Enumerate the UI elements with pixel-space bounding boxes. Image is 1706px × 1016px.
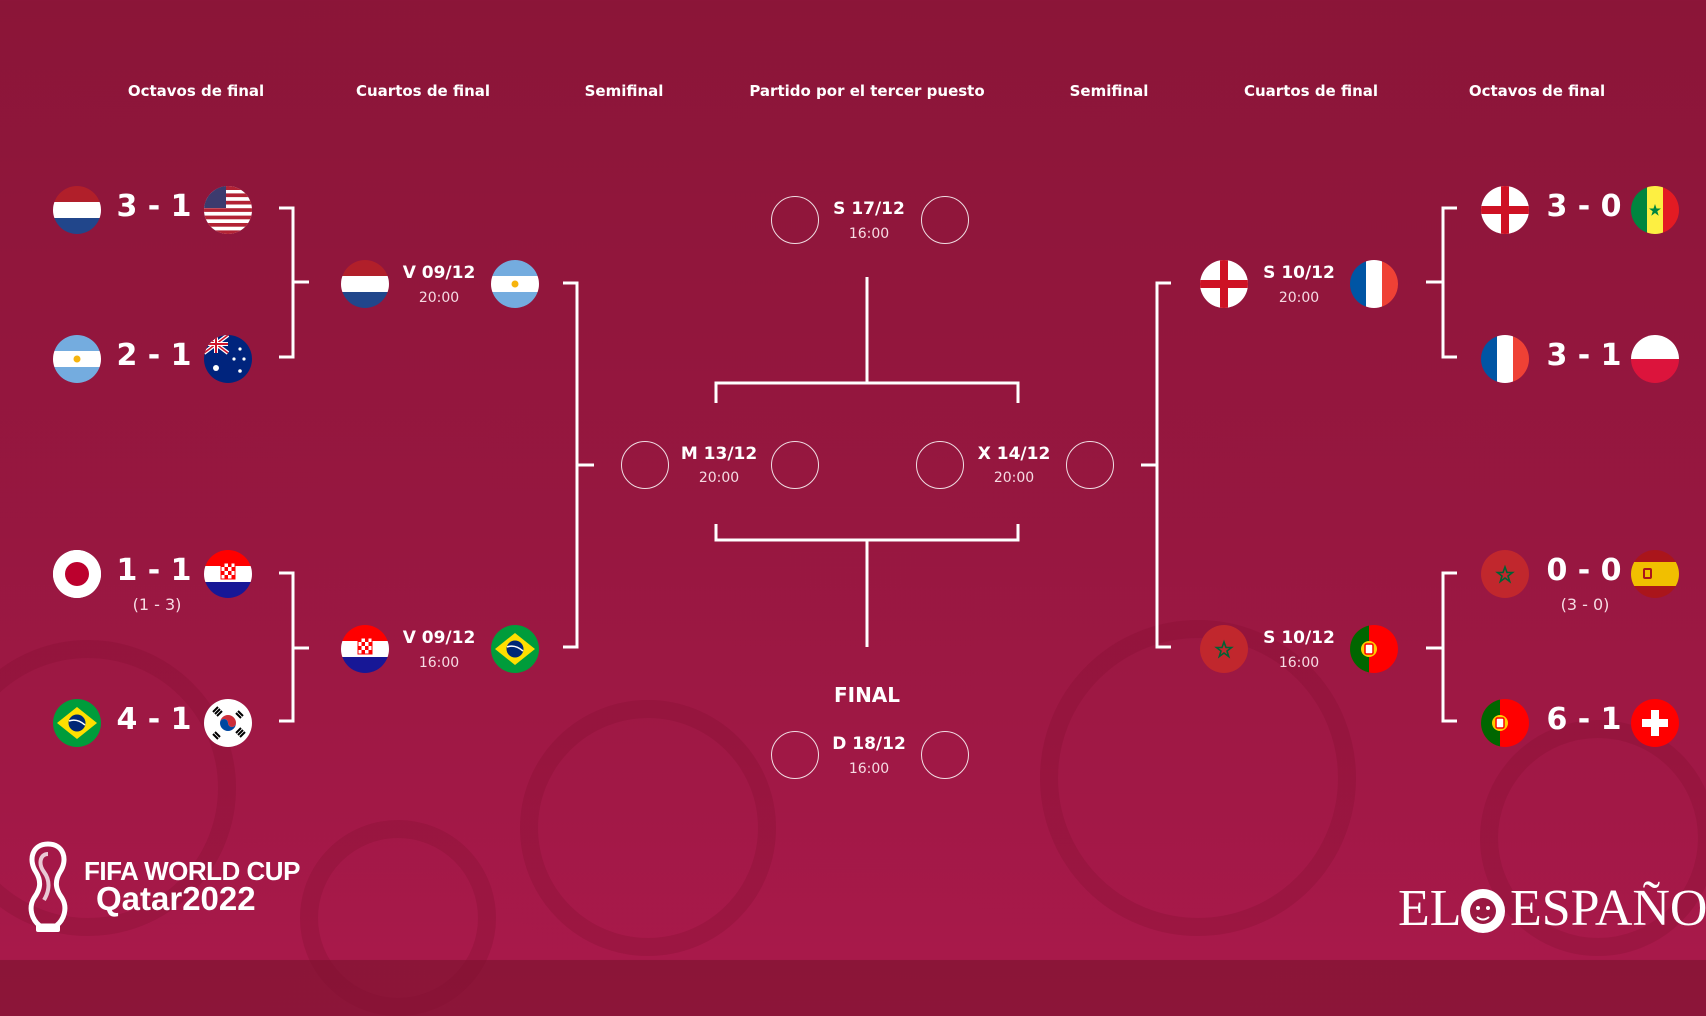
penalties-mar-esp: (3 - 0) (1560, 595, 1610, 614)
netherlands-flag-icon (53, 186, 101, 234)
lion-logo-icon (1455, 885, 1511, 941)
score-eng-sen: 3 - 0 (1546, 189, 1622, 224)
usa-flag-icon (204, 186, 252, 234)
senegal-flag-icon (1631, 186, 1679, 234)
score-por-sui: 6 - 1 (1546, 702, 1622, 737)
score-bra-kor: 4 - 1 (116, 702, 192, 737)
portugal-flag-icon (1481, 699, 1529, 747)
team-slot-empty (621, 441, 669, 489)
france-flag-icon (1350, 260, 1398, 308)
publisher-logo-right: ESPAÑOL (1510, 880, 1706, 937)
header-left-quarter-finals: Cuartos de final (355, 82, 491, 100)
match-date-qf2: V 09/12 (402, 628, 476, 648)
match-date-third-place: S 17/12 (833, 199, 905, 219)
fifa-world-cup-text: FIFA WORLD CUP (84, 856, 300, 886)
team-slot-empty (916, 441, 964, 489)
south-korea-flag-icon (204, 699, 252, 747)
japan-flag-icon (53, 550, 101, 598)
france-flag-icon (1481, 335, 1529, 383)
match-time-qf2: 16:00 (418, 655, 460, 671)
score-ned-usa: 3 - 1 (116, 189, 192, 224)
header-third-place: Partido por el tercer puesto (749, 82, 985, 100)
match-time-third-place: 16:00 (848, 226, 890, 242)
match-time-sf1: 20:00 (698, 470, 740, 486)
switzerland-flag-icon (1631, 699, 1679, 747)
score-fra-pol: 3 - 1 (1546, 338, 1622, 373)
score-jpn-cro: 1 - 1 (116, 553, 192, 588)
match-date-qf4: S 10/12 (1263, 628, 1335, 648)
croatia-flag-icon (204, 550, 252, 598)
argentina-flag-icon (53, 335, 101, 383)
header-left-semi-final: Semifinal (584, 82, 664, 100)
match-date-sf2: X 14/12 (977, 444, 1051, 464)
publisher-logo-left: EL (1398, 880, 1462, 937)
bracket-lines (0, 0, 1706, 960)
match-time-qf4: 16:00 (1278, 655, 1320, 671)
team-slot-empty (771, 731, 819, 779)
team-slot-empty (1066, 441, 1114, 489)
qatar-2022-text: Qatar2022 (96, 880, 256, 917)
score-mar-esp: 0 - 0 (1546, 553, 1622, 588)
argentina-flag-icon (491, 260, 539, 308)
match-time-qf1: 20:00 (418, 290, 460, 306)
match-time-sf2: 20:00 (993, 470, 1035, 486)
header-left-round-of-16: Octavos de final (127, 82, 265, 100)
poland-flag-icon (1631, 335, 1679, 383)
netherlands-flag-icon (341, 260, 389, 308)
match-date-sf1: M 13/12 (680, 444, 758, 464)
match-date-qf1: V 09/12 (402, 263, 476, 283)
match-time-final: 16:00 (848, 761, 890, 777)
header-right-semi-final: Semifinal (1069, 82, 1149, 100)
score-arg-aus: 2 - 1 (116, 338, 192, 373)
australia-flag-icon (204, 335, 252, 383)
team-slot-empty (921, 196, 969, 244)
england-flag-icon (1481, 186, 1529, 234)
match-time-qf3: 20:00 (1278, 290, 1320, 306)
morocco-flag-icon (1481, 550, 1529, 598)
match-date-qf3: S 10/12 (1263, 263, 1335, 283)
header-right-round-of-16: Octavos de final (1468, 82, 1606, 100)
match-date-final: D 18/12 (832, 734, 906, 754)
team-slot-empty (771, 196, 819, 244)
brazil-flag-icon (53, 699, 101, 747)
portugal-flag-icon (1350, 625, 1398, 673)
england-flag-icon (1200, 260, 1248, 308)
final-label: FINAL (833, 683, 901, 707)
croatia-flag-icon (341, 625, 389, 673)
team-slot-empty (771, 441, 819, 489)
fifa-trophy-logo-icon (22, 840, 74, 940)
spain-flag-icon (1631, 550, 1679, 598)
penalties-jpn-cro: (1 - 3) (132, 595, 182, 614)
team-slot-empty (921, 731, 969, 779)
morocco-flag-icon (1200, 625, 1248, 673)
brazil-flag-icon (491, 625, 539, 673)
header-right-quarter-finals: Cuartos de final (1243, 82, 1379, 100)
